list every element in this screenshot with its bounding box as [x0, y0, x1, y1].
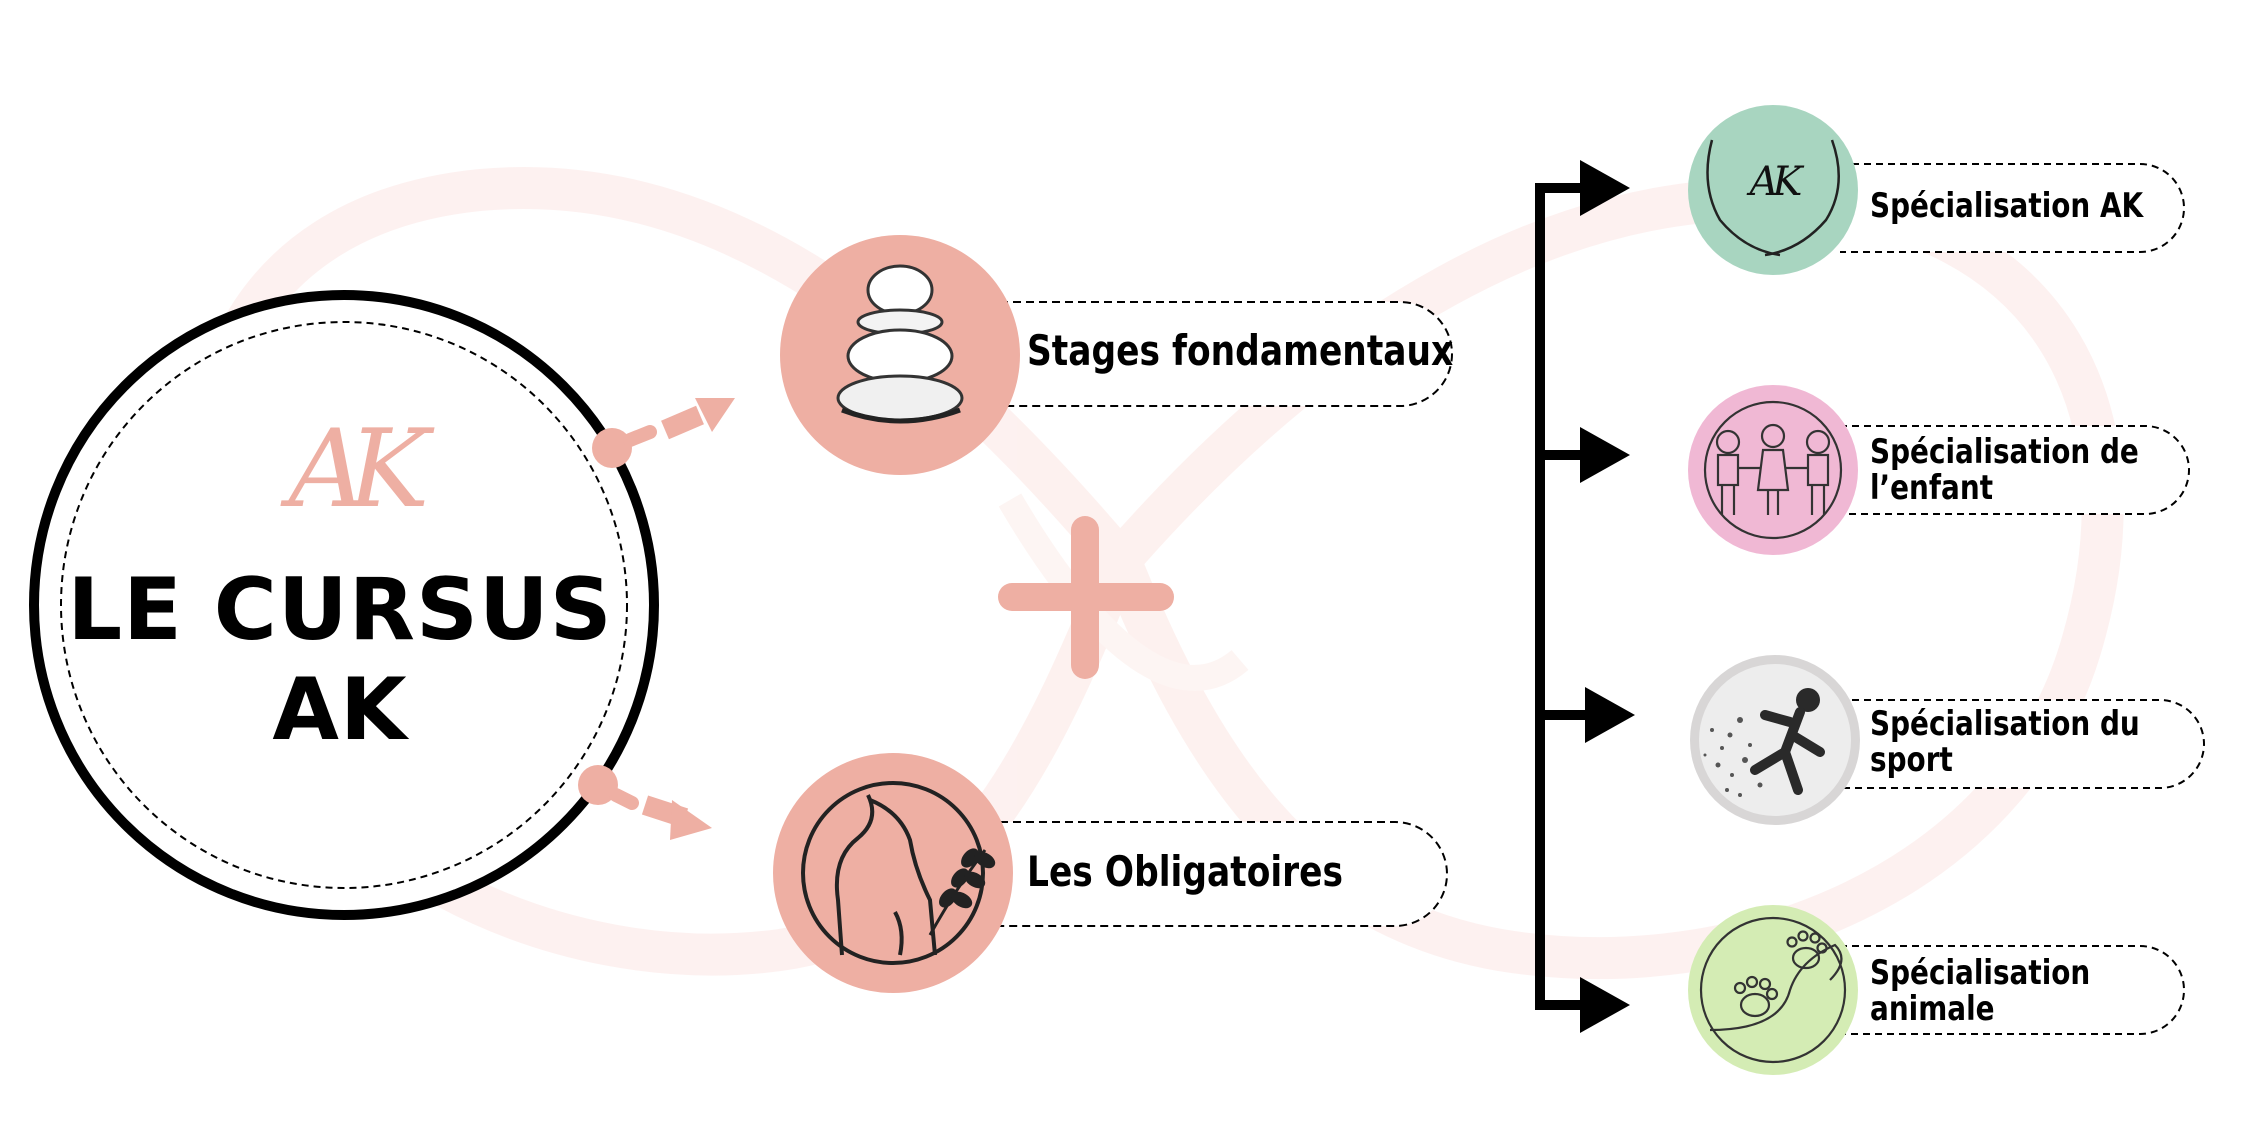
spec-sport-line1: Spécialisation du	[1870, 704, 2140, 744]
spec-animale-line1: Spécialisation	[1870, 953, 2091, 993]
main-circle-outer	[29, 290, 659, 920]
spec-ak-line1: Spécialisation AK	[1870, 186, 2144, 226]
obligatoires-circle	[773, 753, 1013, 993]
arrow-spec-enfant	[1580, 427, 1630, 483]
spec-sport-label: Spécialisation du sport	[1870, 706, 2140, 778]
ak-logo: AK	[230, 400, 470, 540]
spec-enfant-label: Spécialisation de l’enfant	[1870, 434, 2139, 506]
arrow-spec-sport	[1585, 687, 1635, 743]
children-holding-hands-icon	[1703, 400, 1843, 540]
spec-ak-label: Spécialisation AK	[1870, 188, 2143, 224]
spec-ak-logo: AK	[1733, 152, 1813, 212]
spec-sport-line2: sport	[1870, 740, 1953, 780]
plus-icon	[998, 516, 1174, 679]
branch-connector	[1535, 183, 1600, 1010]
connector-dash-top	[623, 425, 657, 447]
connector-dot-top	[592, 428, 632, 468]
spec-ak-logo-text: AK	[1749, 159, 1803, 205]
main-title: LE CURSUS AK	[60, 560, 620, 760]
pill-spec-animale-border	[1840, 945, 2185, 1035]
arrow-to-obligatoires	[641, 795, 712, 840]
spec-animale-label: Spécialisation animale	[1870, 955, 2090, 1027]
arrow-spec-ak	[1580, 160, 1630, 216]
main-circle-inner	[60, 321, 628, 889]
runner-icon	[1699, 664, 1851, 816]
spec-enfant-line1: Spécialisation de	[1870, 432, 2139, 472]
ak-hands-icon	[1706, 139, 1840, 257]
infinity-watermark-inner	[998, 493, 1249, 691]
ak-logo-text: AK	[288, 407, 430, 532]
main-title-line2: AK	[272, 660, 408, 760]
pill-obligatoires-border	[1000, 821, 1448, 927]
obligatoires-label: Les Obligatoires	[1027, 847, 1344, 896]
pill-spec-ak-border	[1840, 163, 2185, 253]
connector-dash-bottom	[609, 788, 639, 810]
spec-enfant-line2: l’enfant	[1870, 468, 1994, 508]
spec-animale-line2: animale	[1870, 989, 1995, 1029]
arrow-spec-animale	[1580, 977, 1630, 1033]
connector-dot-bottom	[578, 765, 618, 805]
pill-stages-border	[1000, 301, 1453, 407]
pill-spec-enfant-border	[1840, 425, 2190, 515]
back-with-branch-icon	[801, 781, 996, 965]
paw-prints-icon	[1699, 916, 1847, 1064]
pill-spec-sport-border	[1840, 699, 2205, 789]
spec-enfant-circle	[1688, 385, 1858, 555]
main-title-line1: LE CURSUS	[67, 560, 613, 660]
arrow-to-stages	[661, 398, 735, 440]
stages-label: Stages fondamentaux	[1027, 326, 1454, 375]
branch-arrows	[1580, 160, 1635, 1033]
stacked-stones-icon	[836, 264, 964, 424]
